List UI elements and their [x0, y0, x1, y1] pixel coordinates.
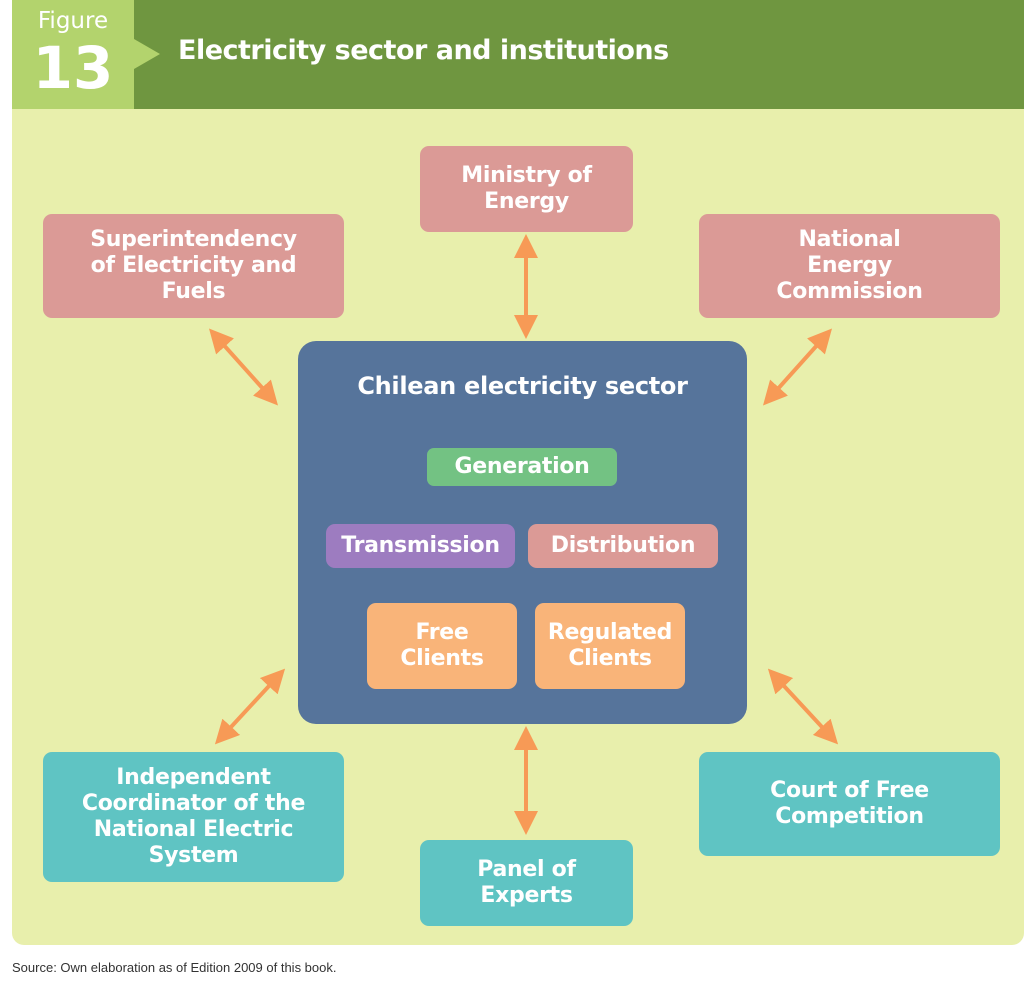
panel-of-experts-box: Panel of Experts [420, 840, 633, 926]
arrow-court-sector [767, 668, 839, 745]
superintendency-box: Superintendency of Electricity and Fuels [43, 214, 344, 318]
source-note: Source: Own elaboration as of Edition 20… [12, 960, 337, 975]
figure-tab-arrow [134, 39, 160, 69]
arrow-commission-sector [762, 328, 833, 406]
court-of-free-competition-box: Court of Free Competition [699, 752, 1000, 856]
figure-title: Electricity sector and institutions [178, 35, 669, 66]
figure-number: 13 [32, 34, 114, 102]
figure-tab [12, 0, 134, 109]
transmission-box: Transmission [326, 524, 515, 568]
free-clients-box: Free Clients [367, 603, 517, 689]
regulated-clients-box: Regulated Clients [535, 603, 685, 689]
distribution-box: Distribution [528, 524, 718, 568]
national-energy-commission-box: National Energy Commission [699, 214, 1000, 318]
arrow-superintendency-sector [208, 328, 279, 406]
independent-coordinator-box: Independent Coordinator of the National … [43, 752, 344, 882]
sector-title: Chilean electricity sector [357, 372, 688, 400]
generation-box: Generation [427, 448, 617, 486]
figure-header [12, 0, 1024, 109]
ministry-of-energy-box: Ministry of Energy [420, 146, 633, 232]
figure-label: Figure [37, 8, 109, 34]
arrow-coordinator-sector [214, 668, 286, 745]
